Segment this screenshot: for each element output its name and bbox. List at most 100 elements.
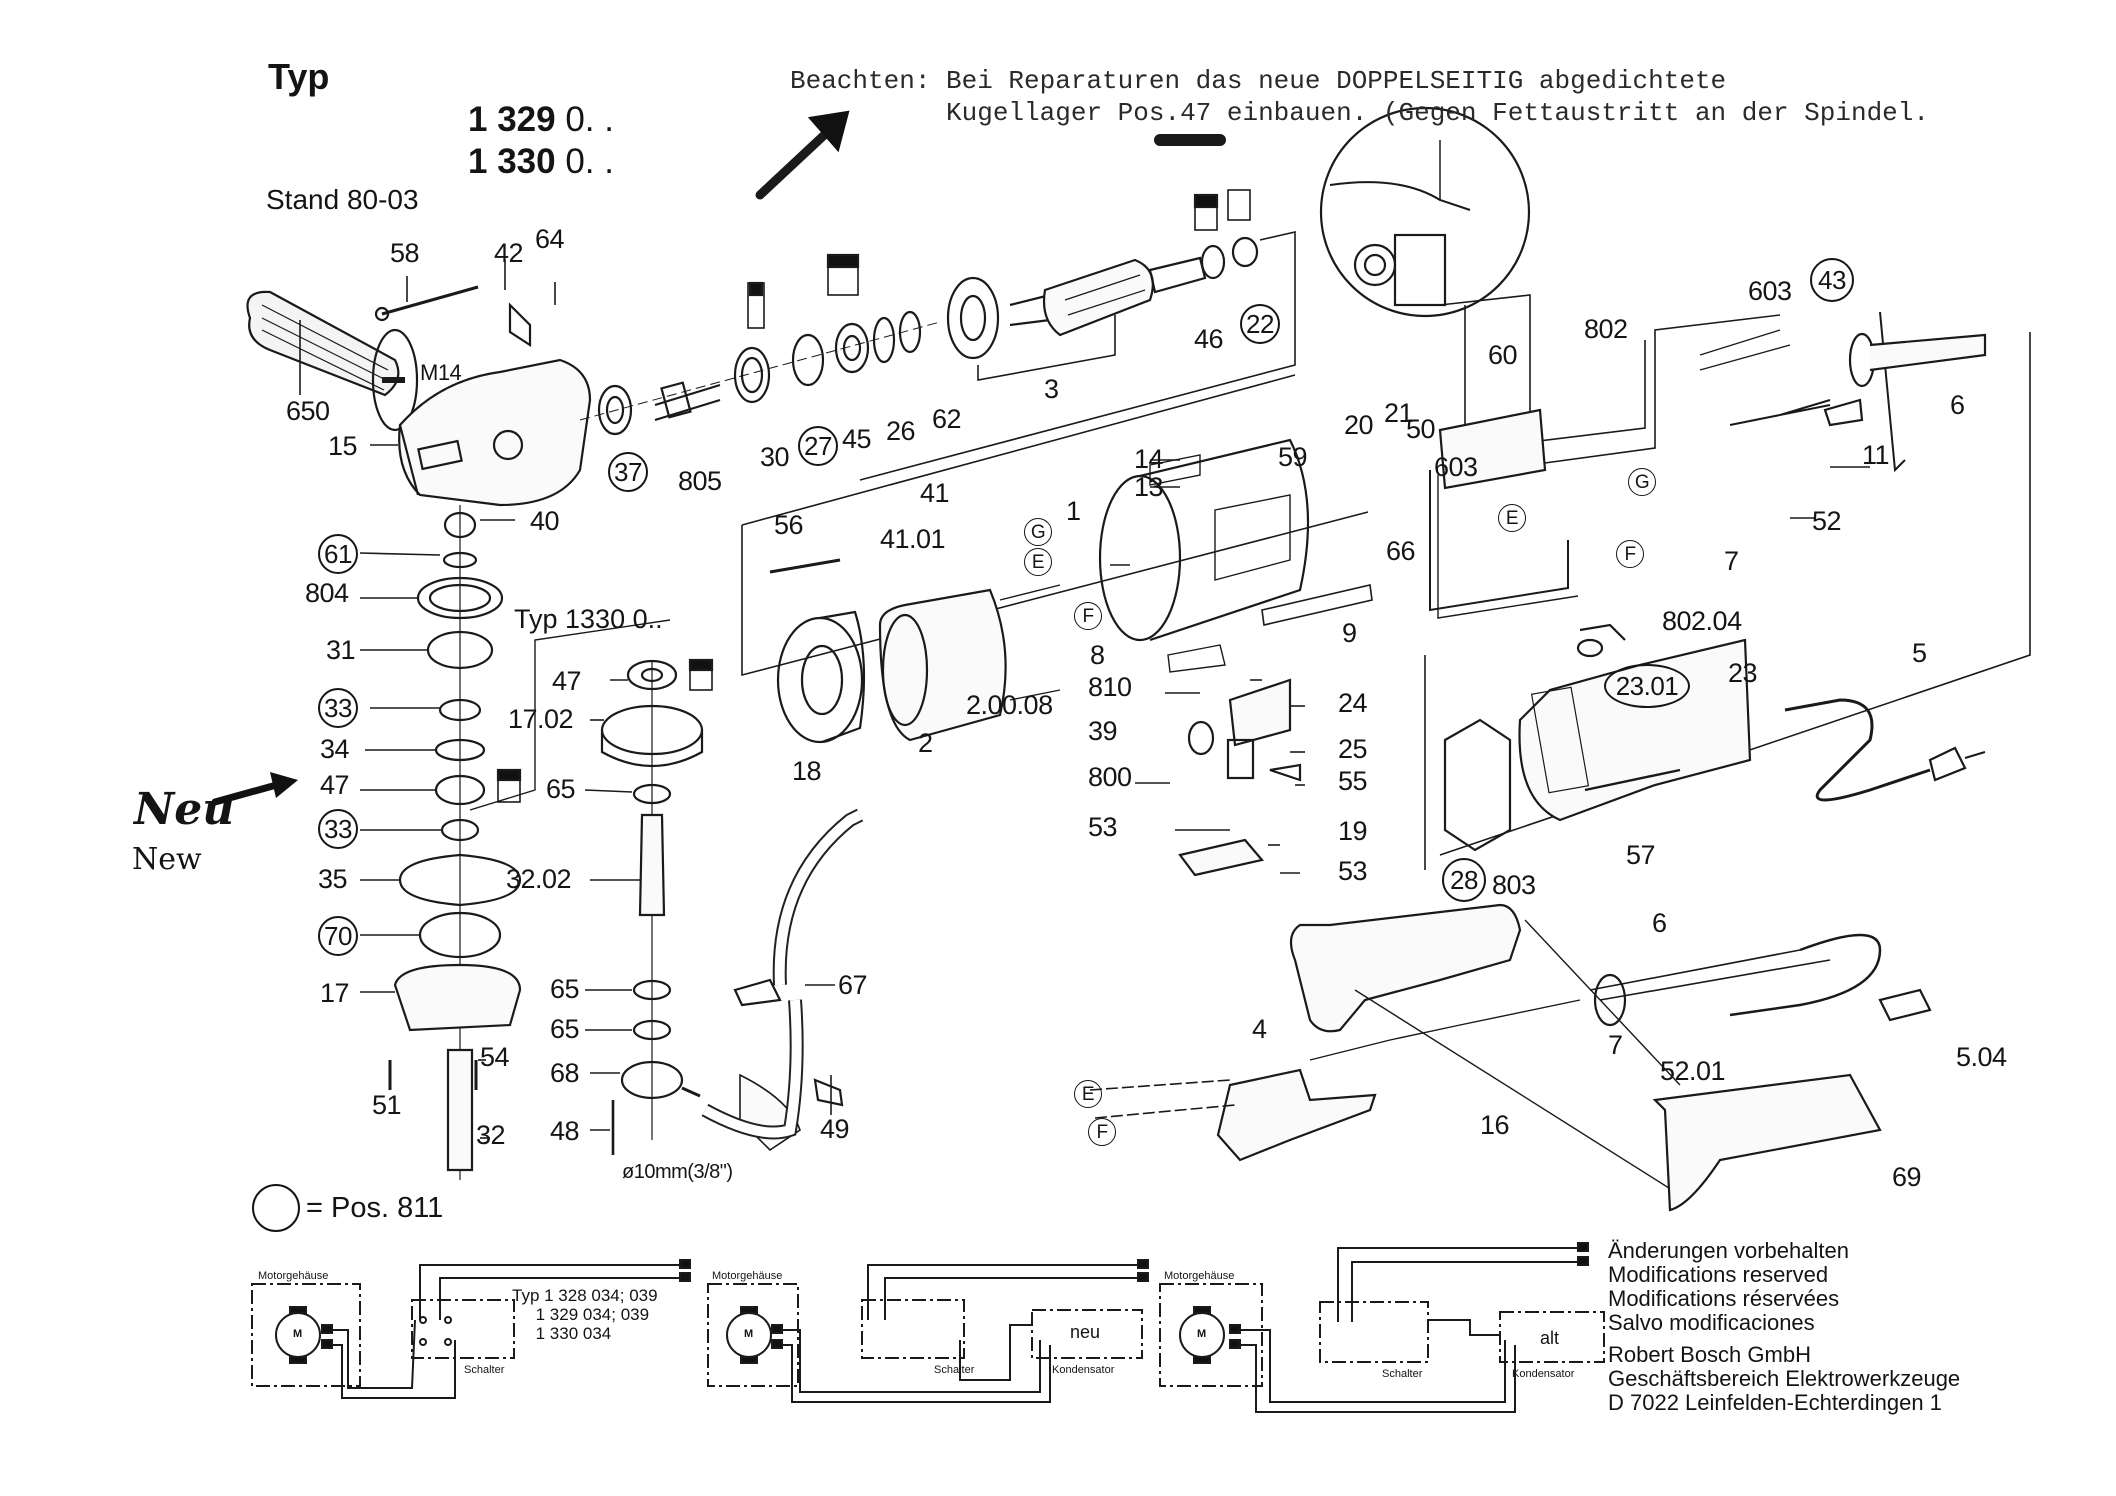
part-label[interactable]: 41.01: [880, 524, 946, 554]
revision-stand: Stand 80-03: [266, 184, 419, 215]
part-label[interactable]: 804: [305, 578, 349, 608]
part-label-circled[interactable]: 27: [798, 426, 838, 466]
part-label[interactable]: 30: [760, 442, 790, 472]
part-label[interactable]: 55: [1338, 766, 1368, 796]
part-label[interactable]: 5: [1912, 638, 1927, 668]
part-label[interactable]: 46: [1194, 324, 1224, 354]
hose-diameter-label: ø10mm(3/8"): [622, 1161, 733, 1183]
part-label[interactable]: 53: [1088, 812, 1118, 842]
part-label-circled[interactable]: 33: [318, 688, 358, 728]
part-label[interactable]: 800: [1088, 762, 1132, 792]
part-label[interactable]: 16: [1480, 1110, 1510, 1140]
part-label[interactable]: 7: [1608, 1030, 1623, 1060]
part-label[interactable]: 69: [1892, 1162, 1922, 1192]
part-label[interactable]: 39: [1088, 716, 1118, 746]
part-label[interactable]: 13: [1134, 472, 1164, 502]
part-label[interactable]: 47: [320, 770, 350, 800]
part-label[interactable]: 25: [1338, 734, 1368, 764]
part-label[interactable]: 26: [886, 416, 916, 446]
part-label[interactable]: 65: [550, 974, 580, 1004]
part-label[interactable]: 57: [1626, 840, 1656, 870]
part-label[interactable]: 31: [326, 635, 356, 665]
part-label[interactable]: 8: [1090, 640, 1105, 670]
part-label[interactable]: 805: [678, 466, 722, 496]
part-label[interactable]: 15: [328, 431, 358, 461]
part-label[interactable]: 65: [546, 774, 576, 804]
part-label[interactable]: 650: [286, 396, 330, 426]
part-label[interactable]: 34: [320, 734, 350, 764]
schematic-3-switch: Schalter: [1382, 1368, 1423, 1380]
part-label[interactable]: 32.02: [506, 864, 572, 894]
part-label[interactable]: 50: [1406, 414, 1436, 444]
part-label[interactable]: 52: [1812, 506, 1842, 536]
part-label[interactable]: 17.02: [508, 704, 574, 734]
part-label-circled[interactable]: 33: [318, 809, 358, 849]
part-label-circled[interactable]: 61: [318, 534, 358, 574]
part-label[interactable]: 19: [1338, 816, 1368, 846]
part-label-circled[interactable]: 22: [1240, 304, 1280, 344]
part-label[interactable]: 48: [550, 1116, 580, 1146]
part-label[interactable]: 45: [842, 424, 872, 454]
handwritten-arrow-top: [755, 110, 1226, 200]
part-label-circled[interactable]: 37: [608, 452, 648, 492]
part-label[interactable]: 6: [1950, 390, 1965, 420]
part-label[interactable]: 23: [1728, 658, 1758, 688]
part-label[interactable]: 65: [550, 1014, 580, 1044]
footer-company: Robert Bosch GmbH: [1608, 1342, 1811, 1367]
part-label[interactable]: 49: [820, 1114, 850, 1144]
part-label[interactable]: 5.04: [1956, 1042, 2007, 1072]
part-label[interactable]: 1: [1066, 496, 1081, 526]
wire-letter-f: F: [1616, 540, 1644, 568]
part-label[interactable]: 7: [1724, 546, 1739, 576]
wire-letter-f: F: [1088, 1118, 1116, 1146]
schematic-1-motor-housing: Motorgehäuse: [258, 1270, 329, 1282]
leader-lines: [359, 444, 1870, 1139]
part-label[interactable]: 60: [1488, 340, 1518, 370]
part-label[interactable]: 53: [1338, 856, 1368, 886]
part-label[interactable]: 32: [476, 1120, 506, 1150]
part-label[interactable]: 41: [920, 478, 950, 508]
part-label[interactable]: 59: [1278, 442, 1308, 472]
part-label[interactable]: 35: [318, 864, 348, 894]
part-label[interactable]: 802.04: [1662, 606, 1742, 636]
part-label[interactable]: 14: [1134, 444, 1164, 474]
part-label[interactable]: 603: [1748, 276, 1792, 306]
part-label-circled[interactable]: 28: [1442, 858, 1486, 902]
part-label[interactable]: 17: [320, 978, 350, 1008]
schematic-2-switch: Schalter: [934, 1364, 975, 1376]
part-label[interactable]: 803: [1492, 870, 1536, 900]
part-label[interactable]: 18: [792, 756, 822, 786]
part-label[interactable]: 3: [1044, 374, 1059, 404]
part-label[interactable]: 54: [480, 1042, 510, 1072]
part-label[interactable]: 47: [552, 666, 582, 696]
part-label[interactable]: 9: [1342, 618, 1357, 648]
part-label[interactable]: 52.01: [1660, 1056, 1726, 1086]
switch-housing-803-drawing: [1424, 623, 1986, 870]
part-label[interactable]: 40: [530, 506, 560, 536]
part-label[interactable]: 6: [1652, 908, 1667, 938]
part-label[interactable]: 2.00.08: [966, 690, 1053, 720]
part-label-circled[interactable]: 23.01: [1604, 664, 1690, 708]
part-label-circled[interactable]: 43: [1810, 258, 1854, 302]
part-label[interactable]: 67: [838, 970, 868, 1000]
part-label-circled[interactable]: 70: [318, 916, 358, 956]
part-label[interactable]: 802: [1584, 314, 1628, 344]
part-label[interactable]: 66: [1386, 536, 1416, 566]
part-label[interactable]: 20: [1344, 410, 1374, 440]
part-label[interactable]: 21: [1384, 398, 1414, 428]
schematic-3-capacitor-old: alt: [1540, 1328, 1560, 1348]
part-label[interactable]: 51: [372, 1090, 402, 1120]
part-label[interactable]: 24: [1338, 688, 1368, 718]
part-label[interactable]: 68: [550, 1058, 580, 1088]
part-label[interactable]: 56: [774, 510, 804, 540]
rear-handle-16-drawing: [1289, 903, 1932, 1212]
part-label[interactable]: 64: [535, 224, 565, 254]
part-label[interactable]: 4: [1252, 1014, 1267, 1044]
part-label[interactable]: 62: [932, 404, 962, 434]
part-label[interactable]: 603: [1434, 452, 1478, 482]
part-label[interactable]: 2: [918, 728, 933, 758]
part-label[interactable]: 810: [1088, 672, 1132, 702]
part-label[interactable]: 58: [390, 238, 420, 268]
part-label[interactable]: 42: [494, 238, 524, 268]
part-label[interactable]: 11: [1862, 440, 1890, 470]
